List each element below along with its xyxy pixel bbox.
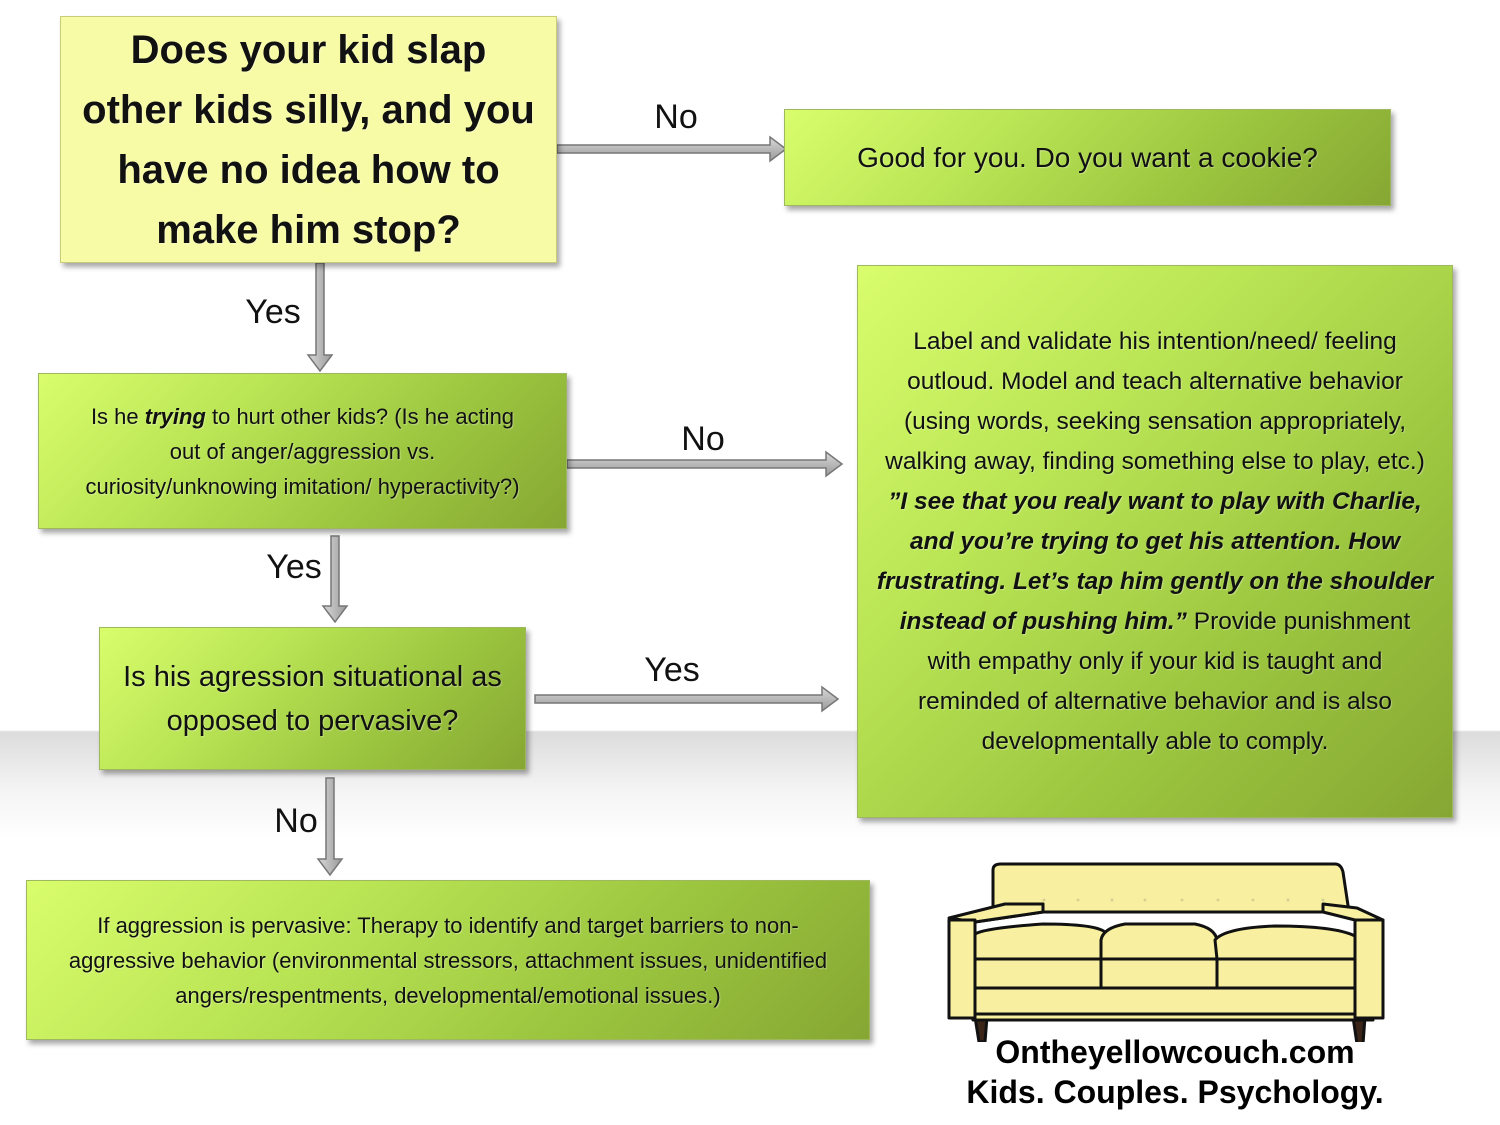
arrow-q2-no [566,450,844,478]
edge-label-q3-no: No [274,802,318,840]
question-intent-box: Is he trying to hurt other kids? (Is he … [38,373,567,529]
edge-label-q1-no: No [654,98,698,136]
yellow-couch-logo [947,862,1385,1042]
arrow-q1-yes [306,262,334,373]
couch-buttons-icon [1042,898,1325,902]
outcome-cookie-box: Good for you. Do you want a cookie? [784,109,1391,206]
question-slap-box: Does your kid slap other kids silly, and… [60,16,557,263]
outcome-therapy-text: If aggression is pervasive: Therapy to i… [68,912,828,1008]
edge-label-q2-no: No [681,420,725,458]
question-slap-text: Does your kid slap other kids silly, and… [82,27,535,252]
edge-label-q3-yes: Yes [644,651,700,689]
brand-tagline: Kids. Couples. Psychology. [966,1074,1384,1110]
edge-label-q2-yes: Yes [266,548,322,586]
edge-label-q1-yes: Yes [245,293,301,331]
outcome-validate-box: Label and validate his intention/need/ f… [857,265,1453,818]
outcome-validate-text: Label and validate his intention/need/ f… [876,327,1434,755]
question-situational-text: Is his agression situational as opposed … [123,660,502,737]
question-intent-text: Is he trying to hurt other kids? (Is he … [85,403,520,499]
arrow-q3-yes [534,685,840,713]
outcome-therapy-box: If aggression is pervasive: Therapy to i… [26,880,870,1040]
outcome-cookie-text: Good for you. Do you want a cookie? [857,141,1318,173]
brand-site: Ontheyellowcouch.com [995,1034,1355,1070]
arrow-q2-yes [321,535,349,624]
question-situational-box: Is his agression situational as opposed … [99,627,526,770]
arrow-q1-no [556,135,788,163]
arrow-q3-no [316,777,344,877]
